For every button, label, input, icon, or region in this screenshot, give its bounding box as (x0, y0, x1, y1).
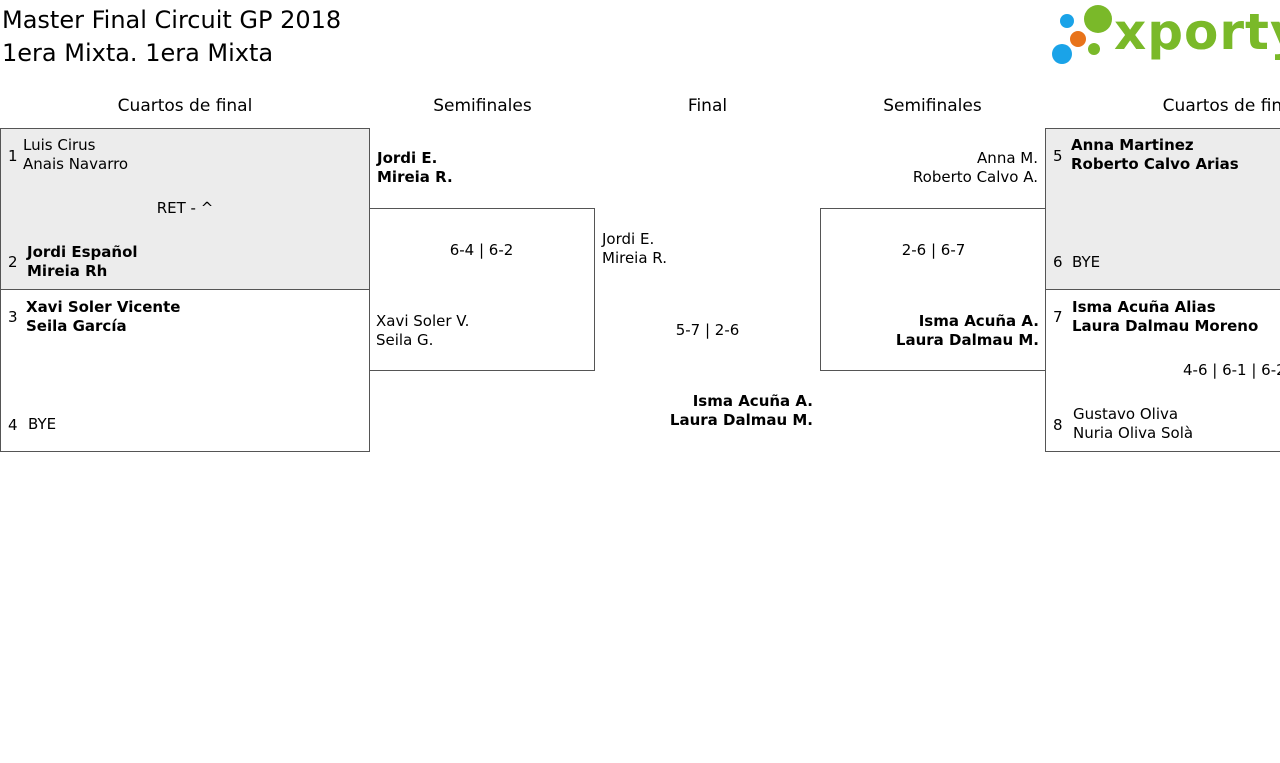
player-name: Anais Navarro (23, 155, 129, 173)
match-score: RET - ^ (156, 199, 214, 217)
logo-dot-blue (1060, 14, 1074, 28)
round-header-qf-left: Cuartos de final (117, 96, 253, 116)
match-score-final: 5-7 | 2-6 (675, 321, 740, 339)
logo-dot-green-small (1088, 43, 1100, 55)
match-qf-left-1[interactable]: 1 Luis Cirus Anais Navarro RET - ^ 2 Jor… (0, 128, 370, 290)
player-name: Roberto Calvo A. (912, 168, 1038, 186)
round-header-qf-right: Cuartos de final (1162, 96, 1280, 116)
player-name-winner: Isma Acuña Alias (1072, 298, 1216, 316)
logo-dot-blue-large (1052, 44, 1072, 64)
player-name-winner: Isma Acuña A. (918, 312, 1039, 330)
logo-dot-green (1084, 5, 1112, 33)
player-name: Anna M. (977, 149, 1038, 167)
round-header-sf-right: Semifinales (883, 96, 982, 116)
seed-number: 7 (1053, 308, 1063, 326)
seed-number: 4 (8, 416, 18, 434)
seed-number: 8 (1053, 416, 1063, 434)
player-name-winner: Laura Dalmau M. (895, 331, 1039, 349)
player-name-winner: Anna Martinez (1071, 136, 1194, 154)
match-sf-right[interactable]: 2-6 | 6-7 Isma Acuña A. Laura Dalmau M. (820, 208, 1046, 371)
round-header-final: Final (687, 96, 728, 116)
match-score: 4-6 | 6-1 | 6-2 (1183, 361, 1280, 379)
player-name-winner: Roberto Calvo Arias (1071, 155, 1239, 173)
match-sf-left[interactable]: 6-4 | 6-2 Xavi Soler V. Seila G. (369, 208, 595, 371)
xporty-logo[interactable]: xporty (1052, 3, 1280, 67)
seed-number: 5 (1053, 147, 1063, 165)
champion-name: Laura Dalmau M. (669, 411, 813, 429)
match-qf-right-2[interactable]: 7 Isma Acuña Alias Laura Dalmau Moreno 4… (1045, 289, 1280, 452)
seed-number: 1 (8, 147, 18, 165)
seed-number: 3 (8, 308, 18, 326)
player-name-winner: Laura Dalmau Moreno (1072, 317, 1259, 335)
player-name-winner: Jordi Español (27, 243, 138, 261)
category-title: 1era Mixta. 1era Mixta (2, 39, 274, 67)
champion-name: Isma Acuña A. (692, 392, 813, 410)
match-score: 2-6 | 6-7 (901, 241, 966, 259)
player-name-winner: Jordi E. (377, 149, 438, 167)
player-name: Luis Cirus (23, 136, 96, 154)
player-name: Jordi E. (602, 230, 655, 248)
player-name: Gustavo Oliva (1073, 405, 1179, 423)
player-name: Nuria Oliva Solà (1073, 424, 1194, 442)
player-name: Mireia R. (602, 249, 667, 267)
player-name-winner: Mireia R. (377, 168, 453, 186)
logo-text: xporty (1114, 3, 1280, 61)
page-title: Master Final Circuit GP 2018 1era Mixta.… (2, 4, 341, 70)
match-qf-right-1[interactable]: 5 Anna Martinez Roberto Calvo Arias 6 BY… (1045, 128, 1280, 290)
player-name: Xavi Soler V. (376, 312, 470, 330)
logo-dot-orange (1070, 31, 1086, 47)
seed-number: 2 (8, 253, 18, 271)
player-name: BYE (1072, 253, 1101, 271)
player-name-winner: Mireia Rh (27, 262, 108, 280)
player-name: Seila G. (376, 331, 434, 349)
seed-number: 6 (1053, 253, 1063, 271)
match-score: 6-4 | 6-2 (449, 241, 514, 259)
player-name: BYE (28, 415, 57, 433)
player-name-winner: Xavi Soler Vicente (26, 298, 181, 316)
match-qf-left-2[interactable]: 3 Xavi Soler Vicente Seila García 4 BYE (0, 289, 370, 452)
tournament-title: Master Final Circuit GP 2018 (2, 6, 342, 34)
round-header-sf-left: Semifinales (433, 96, 532, 116)
player-name-winner: Seila García (26, 317, 127, 335)
